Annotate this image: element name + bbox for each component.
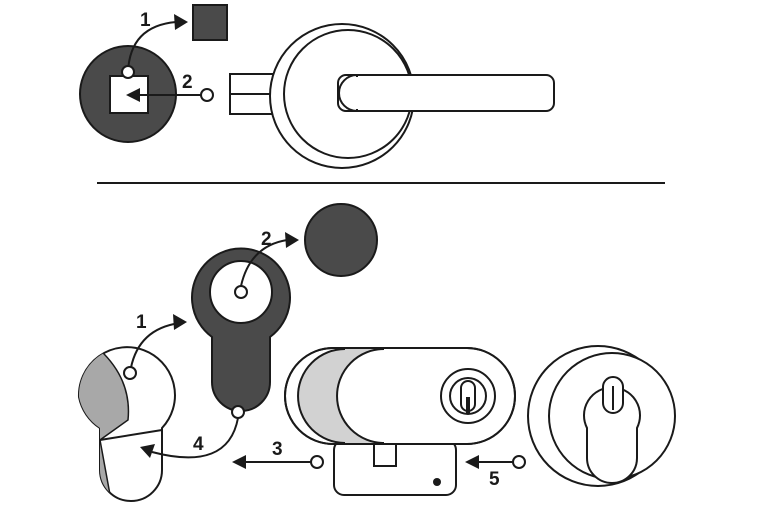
label-1-top: 1: [140, 10, 151, 31]
arrow-4-bottom: [140, 405, 245, 459]
arrow-2-bottom: [234, 232, 299, 299]
escutcheon: [527, 345, 676, 487]
top-panel: 1 2: [79, 4, 555, 169]
label-5-bottom: 5: [489, 469, 500, 490]
arrow-5-bottom: [465, 455, 526, 469]
label-3-bottom: 3: [272, 439, 283, 460]
label-2-bottom: 2: [261, 229, 272, 250]
profile-ring: [191, 247, 291, 412]
square-spindle-icon: [192, 4, 228, 41]
lock-cylinder: [284, 347, 516, 496]
door-handle: [229, 23, 555, 169]
bottom-panel: 2 1 4: [77, 203, 676, 502]
label-1-bottom: 1: [136, 312, 147, 333]
arrow-1-bottom: [123, 314, 187, 380]
round-disc-icon: [304, 203, 378, 277]
arrow-3-bottom: [232, 455, 324, 469]
label-2-top: 2: [182, 72, 193, 93]
cylinder-profile: [77, 346, 176, 502]
arrow-2-top: [126, 88, 214, 102]
arrow-1-top: [121, 14, 188, 79]
label-4-bottom: 4: [193, 434, 204, 455]
